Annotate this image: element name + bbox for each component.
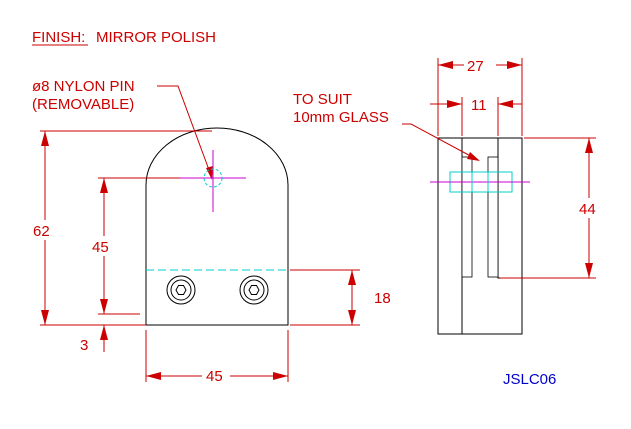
bolt-left — [166, 275, 196, 305]
glass-note-line1: TO SUIT — [293, 91, 352, 108]
glass-leader-arrow — [467, 152, 480, 161]
dim-side-width-label: 27 — [467, 58, 484, 75]
dim-bolt-height-label: 18 — [374, 290, 391, 307]
dim-width-label: 45 — [206, 368, 223, 385]
pin-note-line2: (REMOVABLE) — [32, 96, 134, 113]
dim-base-offset: 3 — [80, 325, 108, 354]
dim-slot-depth: 44 — [500, 137, 606, 279]
front-outline — [145, 127, 289, 326]
gasket-left — [461, 156, 473, 278]
side-view — [430, 137, 530, 335]
bolt-right — [239, 275, 269, 305]
finish-value: MIRROR POLISH — [96, 29, 216, 46]
pin-hole — [203, 168, 223, 188]
dim-slot-width: 11 — [430, 97, 522, 136]
dim-side-width: 27 — [437, 55, 523, 136]
side-outline — [437, 137, 523, 335]
glass-note-line2: 10mm GLASS — [293, 109, 389, 126]
gasket-right — [487, 156, 499, 278]
side-right-inner — [497, 138, 522, 279]
dim-total-height-label: 62 — [33, 223, 50, 240]
dim-bolt-height: 18 — [290, 269, 391, 326]
dim-slot-width-label: 11 — [471, 97, 487, 114]
part-code: JSLC06 — [503, 371, 556, 388]
dim-slot-depth-label: 44 — [579, 201, 596, 218]
pin-note-line1: ø8 NYLON PIN — [32, 78, 135, 95]
finish-label: FINISH: — [32, 29, 85, 46]
dim-base-offset-label: 3 — [80, 337, 88, 354]
front-view — [145, 127, 289, 326]
dim-pin-height-label: 45 — [92, 239, 109, 256]
dim-width: 45 — [145, 330, 289, 385]
dim-total-height: 62 — [30, 130, 212, 326]
glass-leader — [402, 123, 479, 161]
pin-leader — [157, 85, 213, 179]
dim-pin-height: 45 — [88, 177, 180, 315]
